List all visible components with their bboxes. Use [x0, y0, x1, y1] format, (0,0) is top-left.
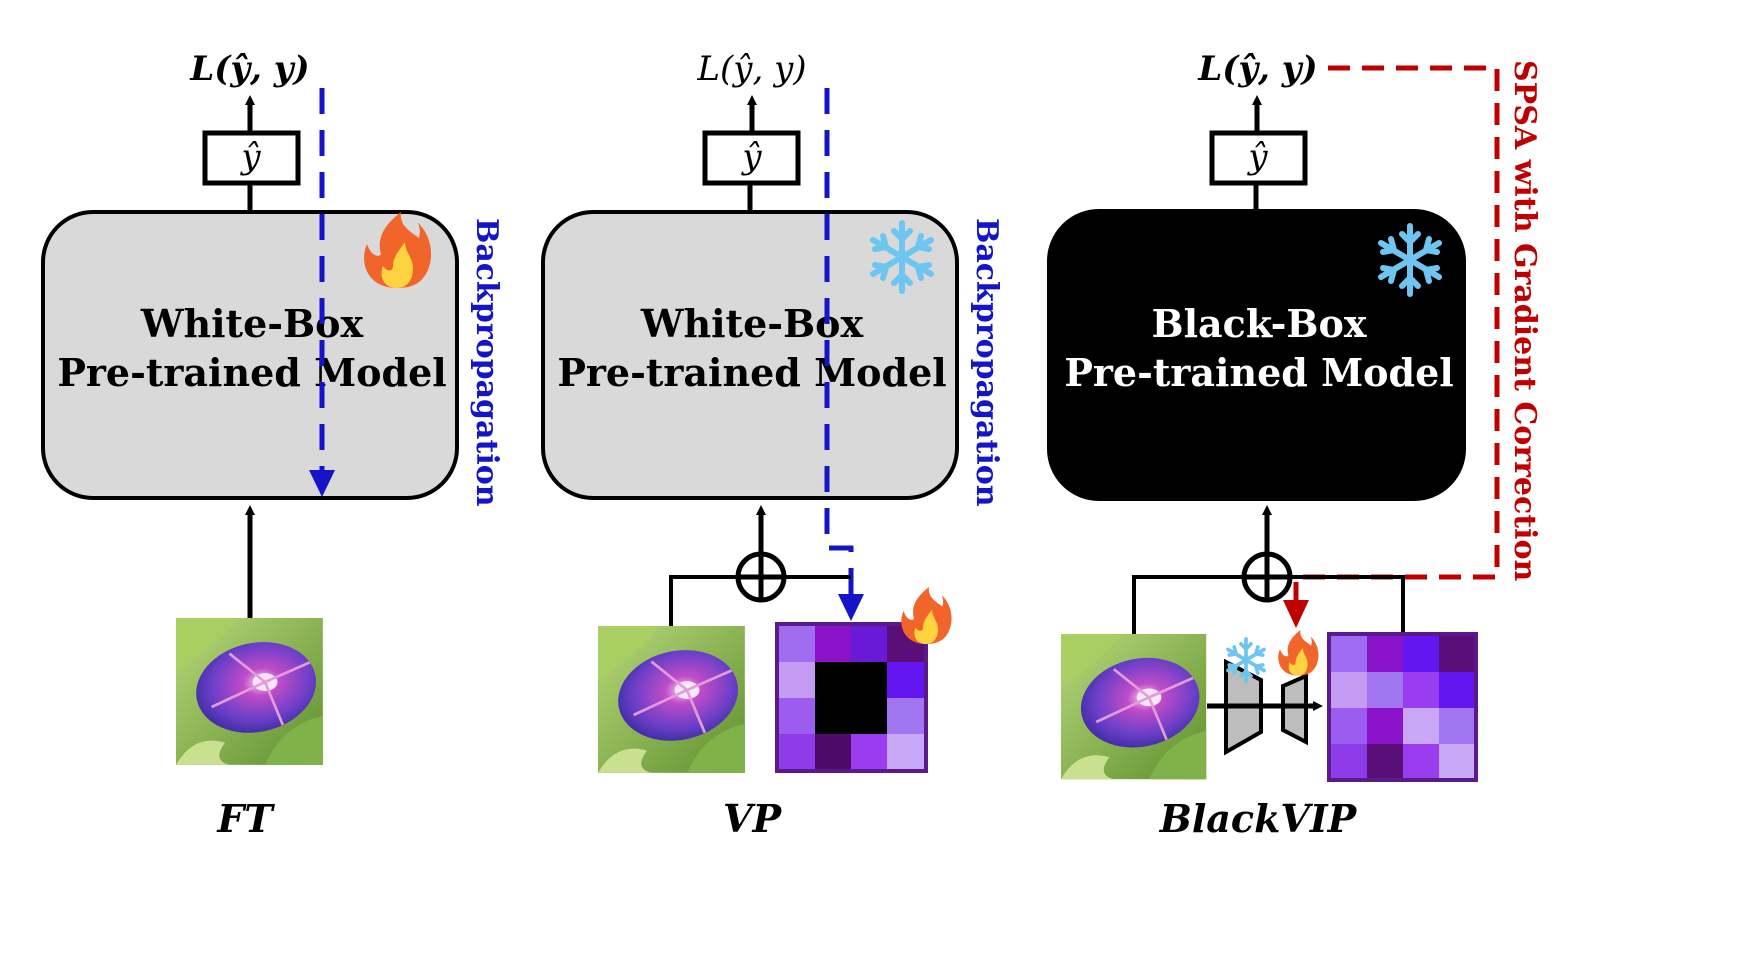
backpropagation-label: Backpropagation: [969, 218, 1004, 507]
visual-prompt-image: [775, 622, 928, 773]
model-title-line2: Pre-trained Model: [557, 350, 946, 395]
model-title-line2: Pre-trained Model: [1064, 350, 1453, 395]
output-label: ŷ: [239, 137, 261, 177]
black-box-model: [1047, 209, 1466, 501]
visual-prompt-image: [1327, 632, 1478, 782]
caption-vp: VP: [723, 796, 782, 841]
caption-ft: FT: [216, 796, 275, 841]
sum-connector: [1132, 575, 1405, 634]
spsa-arrowhead: [1283, 600, 1309, 628]
white-box-model: [41, 210, 459, 500]
input-image: [1059, 632, 1210, 781]
loss-label: L(ŷ, y): [1197, 49, 1317, 89]
panel-blackvip: L(ŷ, y) ŷ Black-Box Pre-trained Model SP…: [1047, 49, 1542, 841]
spsa-label: SPSA with Gradient Correction: [1507, 60, 1542, 581]
backprop-arrowhead: [838, 594, 864, 621]
coordinator-network: [1207, 658, 1323, 756]
output-label: ŷ: [740, 137, 762, 177]
backprop-arrowhead: [309, 470, 335, 497]
fire-icon: [1278, 630, 1319, 676]
input-image: [174, 616, 326, 767]
backpropagation-label: Backpropagation: [469, 218, 504, 507]
output-label: ŷ: [1246, 137, 1268, 177]
model-title-line1: White-Box: [140, 301, 364, 346]
white-box-model: [541, 210, 959, 500]
model-title-line1: White-Box: [640, 301, 864, 346]
panel-ft: L(ŷ, y) ŷ White-Box Pre-trained Model Ba…: [41, 49, 504, 841]
output-box: [1209, 130, 1308, 186]
spsa-dashed-line: [1293, 65, 1500, 600]
sum-connector: [669, 575, 851, 626]
model-title-line1: Black-Box: [1152, 301, 1367, 346]
caption-blackvip: BlackVIP: [1159, 796, 1358, 841]
fire-icon: [901, 587, 952, 644]
loss-label: L(ŷ, y): [189, 49, 309, 89]
model-title-line2: Pre-trained Model: [57, 350, 446, 395]
backprop-dashed-line: [824, 88, 854, 594]
input-image: [596, 624, 748, 775]
panel-vp: L(ŷ, y) ŷ White-Box Pre-trained Model Ba…: [541, 49, 1004, 841]
loss-label: L(ŷ, y): [696, 49, 806, 89]
